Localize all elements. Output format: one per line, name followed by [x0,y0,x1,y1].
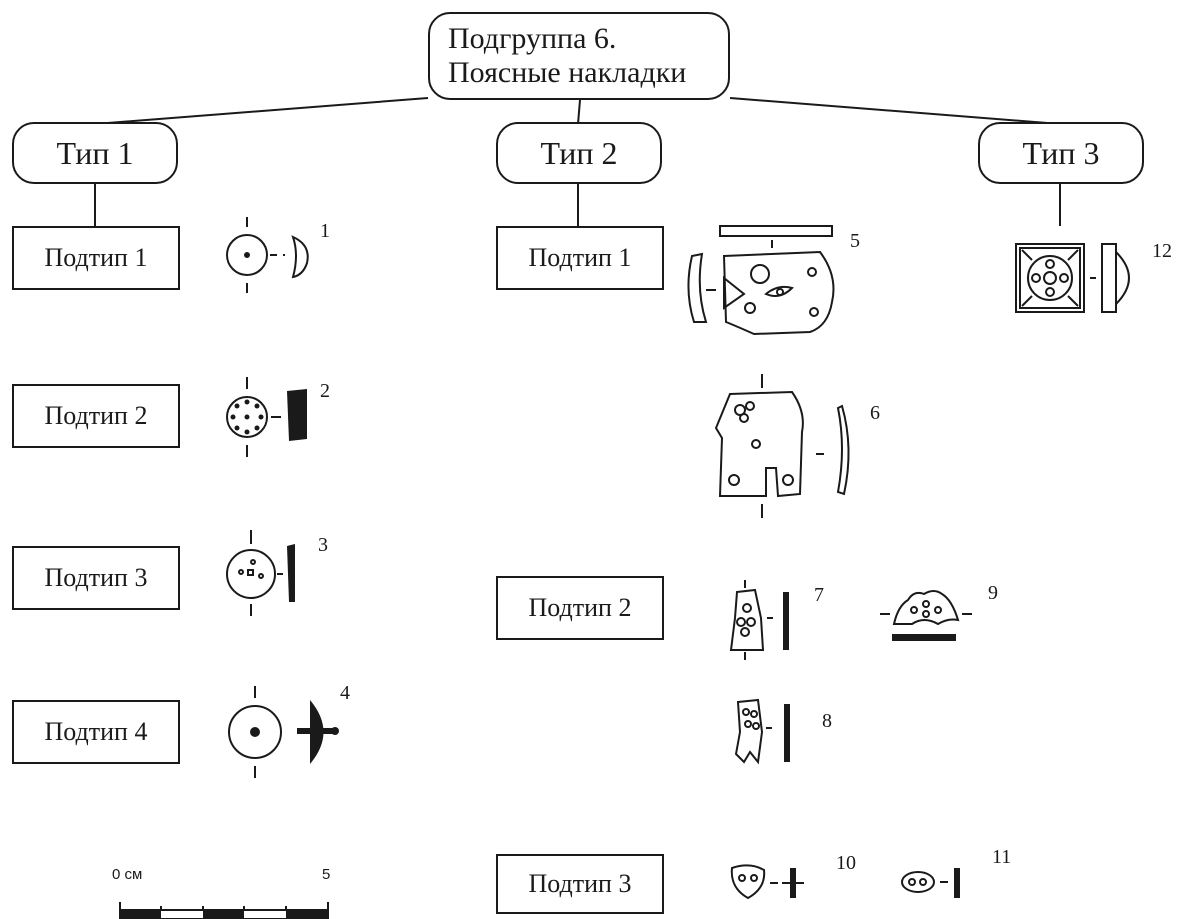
figure-number-1: 1 [320,220,330,242]
type2-subtype-2: Подтип 2 [496,576,664,640]
figure-number-3: 3 [318,534,328,556]
figure-number-9: 9 [988,582,998,604]
artifact-8-drawing [734,698,790,765]
type-1-node: Тип 1 [12,122,178,184]
figure-number-6: 6 [870,402,880,424]
artifact-11-drawing [901,868,960,898]
type-2-node: Тип 2 [496,122,662,184]
root-title-line1: Подгруппа 6. [448,21,617,55]
type1-subtype-2: Подтип 2 [12,384,180,448]
root-title-line2: Поясные накладки [448,56,687,89]
figure-number-7: 7 [814,584,824,606]
artifact-6-drawing [714,374,850,518]
scale-bar [119,902,329,919]
type1-subtype-1: Подтип 1 [12,226,180,290]
artifact-5-drawing [687,225,835,336]
artifact-10-drawing [730,864,804,900]
artifact-4-drawing [228,686,339,778]
figure-number-12: 12 [1152,240,1172,262]
type2-subtype-1: Подтип 1 [496,226,664,290]
type1-subtype-4: Подтип 4 [12,700,180,764]
scale-end-label: 5 [322,866,331,883]
root-node: Подгруппа 6. Поясные накладки [428,12,730,100]
artifact-3-drawing [226,530,295,616]
type-3-node: Тип 3 [978,122,1144,184]
artifact-2-drawing [226,377,307,457]
artifact-12-drawing [1015,243,1130,313]
artifact-1-drawing [226,217,309,293]
figure-number-5: 5 [850,230,860,252]
figure-number-4: 4 [340,682,350,704]
type2-subtype-3: Подтип 3 [496,854,664,914]
figure-number-8: 8 [822,710,832,732]
scale-start-label: 0 см [112,866,143,883]
artifact-9-drawing [880,590,972,641]
type1-subtype-3: Подтип 3 [12,546,180,610]
figure-number-11: 11 [992,846,1012,868]
artifact-7-drawing [729,580,789,660]
figure-number-2: 2 [320,380,330,402]
figure-number-10: 10 [836,852,856,874]
